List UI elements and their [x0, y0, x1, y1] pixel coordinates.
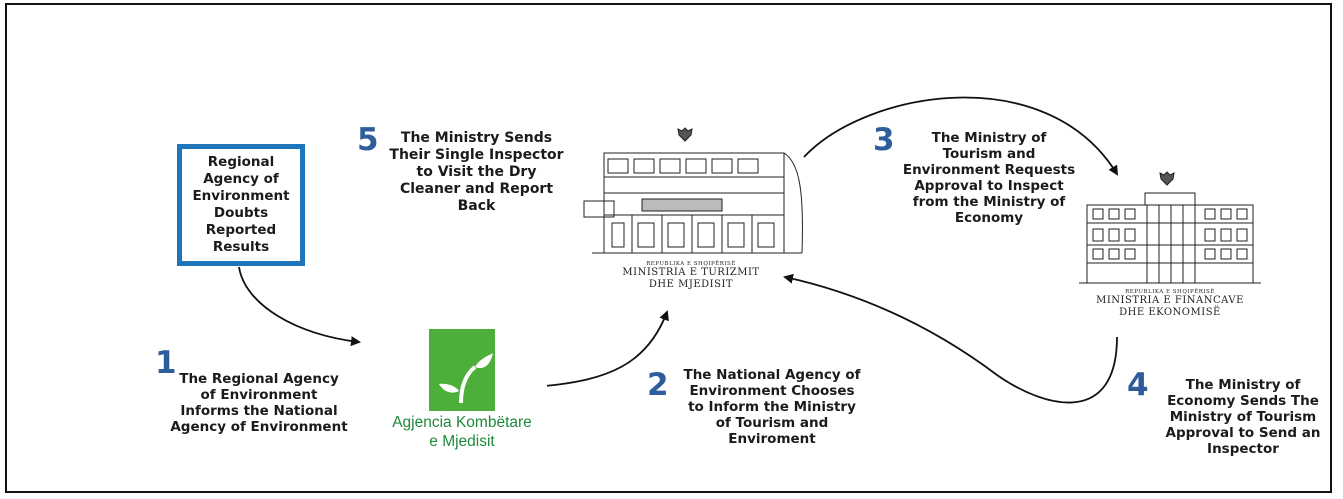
step-4-number: 4 — [1127, 367, 1149, 403]
step-5-number: 5 — [357, 122, 379, 158]
arrow-tourism-to-finance — [803, 96, 1119, 176]
step-2-number: 2 — [647, 367, 669, 403]
step-2-text: The National Agency of Environment Choos… — [683, 367, 861, 447]
regional-agency-text: Regional Agency of Environment Doubts Re… — [192, 154, 290, 255]
diagram-frame: Regional Agency of Environment Doubts Re… — [5, 3, 1332, 493]
tourism-ministry-line1: MINISTRIA E TURIZMIT — [622, 267, 760, 278]
step-1-text: The Regional Agency of Environment Infor… — [170, 371, 348, 435]
arrows-layer — [238, 96, 1119, 404]
step-3-number: 3 — [873, 122, 895, 158]
arrow-box-to-agency — [238, 266, 361, 347]
tourism-republic-text: REPUBLIKA E SHQIPËRISË — [646, 261, 736, 267]
step-3-text: The Ministry of Tourism and Environment … — [902, 130, 1076, 226]
arrow-agency-to-tourism — [544, 310, 669, 387]
regional-agency-box: Regional Agency of Environment Doubts Re… — [177, 144, 305, 266]
finance-ministry-logo: REPUBLIKA E SHQIPËRISË MINISTRIA E FINAN… — [1075, 163, 1265, 333]
step-5-text: The Ministry Sends Their Single Inspecto… — [389, 130, 564, 214]
agency-name-line1: Agjencia Kombëtare — [392, 414, 532, 431]
tourism-ministry-logo: REPUBLIKA E SHQIPËRISË MINISTRIA E TURIZ… — [572, 123, 810, 303]
tourism-building-icon — [583, 127, 803, 254]
national-agency-logo: Agjencia Kombëtare e Mjedisit — [377, 327, 547, 451]
finance-building-icon — [1079, 171, 1261, 284]
agency-name: Agjencia Kombëtare e Mjedisit — [377, 413, 547, 451]
arrow-finance-to-tourism — [783, 273, 1118, 404]
step-4-text: The Ministry of Economy Sends The Minist… — [1165, 377, 1321, 457]
finance-ministry-line1: MINISTRIA E FINANCAVE — [1096, 295, 1244, 306]
leaf-icon — [429, 329, 495, 411]
step-1-number: 1 — [155, 345, 177, 381]
finance-ministry-line2: DHE EKONOMISË — [1119, 307, 1221, 318]
finance-republic-text: REPUBLIKA E SHQIPËRISË — [1125, 289, 1215, 295]
agency-name-line2: e Mjedisit — [429, 433, 495, 450]
tourism-ministry-line2: DHE MJEDISIT — [648, 279, 734, 290]
